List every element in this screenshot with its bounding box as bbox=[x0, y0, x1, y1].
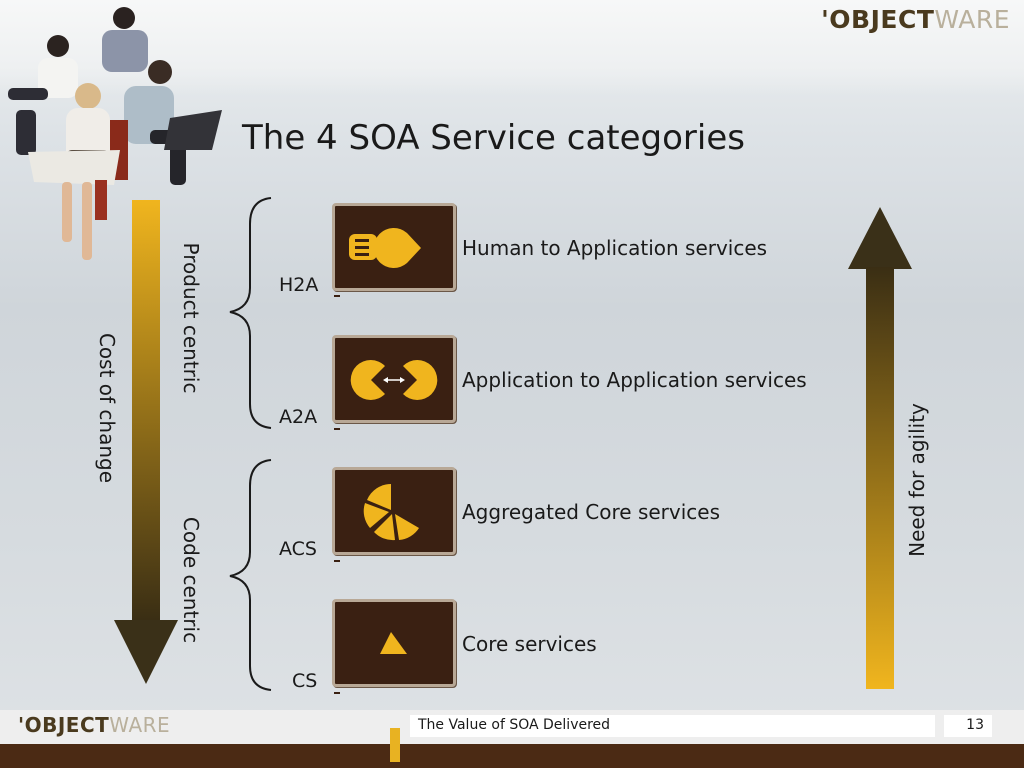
footer-bottom-band bbox=[0, 744, 1024, 768]
pie-slice-icon bbox=[380, 632, 407, 654]
person-standing-back bbox=[102, 7, 148, 72]
header-band bbox=[0, 0, 1024, 95]
category-desc-a2a: Application to Application services bbox=[462, 368, 807, 392]
h2a-card bbox=[332, 203, 456, 291]
footer-accent bbox=[390, 728, 400, 762]
code-centric-label: Code centric bbox=[179, 516, 203, 644]
card-tick bbox=[334, 560, 340, 562]
cs-card bbox=[332, 599, 456, 687]
cost-of-change-arrow bbox=[114, 200, 178, 684]
category-desc-cs: Core services bbox=[462, 632, 597, 656]
two-pacman-arrow-icon bbox=[350, 360, 438, 400]
brace-code-centric bbox=[229, 459, 272, 691]
hand-pacman-icon bbox=[349, 228, 421, 268]
objectware-logo: 'OBJECTWARE bbox=[821, 5, 1010, 34]
need-for-agility-arrow bbox=[848, 207, 912, 689]
pie-slices-icon bbox=[363, 484, 419, 541]
people-photo bbox=[8, 7, 222, 260]
page-number: 13 bbox=[944, 715, 992, 737]
card-tick bbox=[334, 428, 340, 430]
a2a-card bbox=[332, 335, 456, 423]
category-desc-h2a: Human to Application services bbox=[462, 236, 768, 260]
category-code-a2a: A2A bbox=[279, 406, 318, 428]
cost-of-change-label: Cost of change bbox=[95, 332, 119, 484]
acs-card bbox=[332, 467, 456, 555]
brace-product-centric bbox=[229, 197, 272, 429]
group-braces bbox=[229, 197, 272, 691]
category-code-acs: ACS bbox=[279, 538, 317, 560]
category-code-h2a: H2A bbox=[279, 274, 319, 296]
card-tick bbox=[334, 692, 340, 694]
category-code-cs: CS bbox=[292, 670, 318, 692]
card-tick bbox=[334, 295, 340, 297]
slide-title: The 4 SOA Service categories bbox=[242, 118, 745, 158]
person-left bbox=[8, 35, 78, 155]
person-laptop bbox=[110, 60, 222, 185]
footer-title: The Value of SOA Delivered bbox=[410, 715, 935, 737]
person-front bbox=[28, 83, 120, 260]
objectware-footer-logo: 'OBJECTWARE bbox=[18, 713, 171, 737]
category-desc-acs: Aggregated Core services bbox=[462, 500, 721, 524]
product-centric-label: Product centric bbox=[179, 242, 203, 394]
need-for-agility-label: Need for agility bbox=[905, 403, 929, 557]
